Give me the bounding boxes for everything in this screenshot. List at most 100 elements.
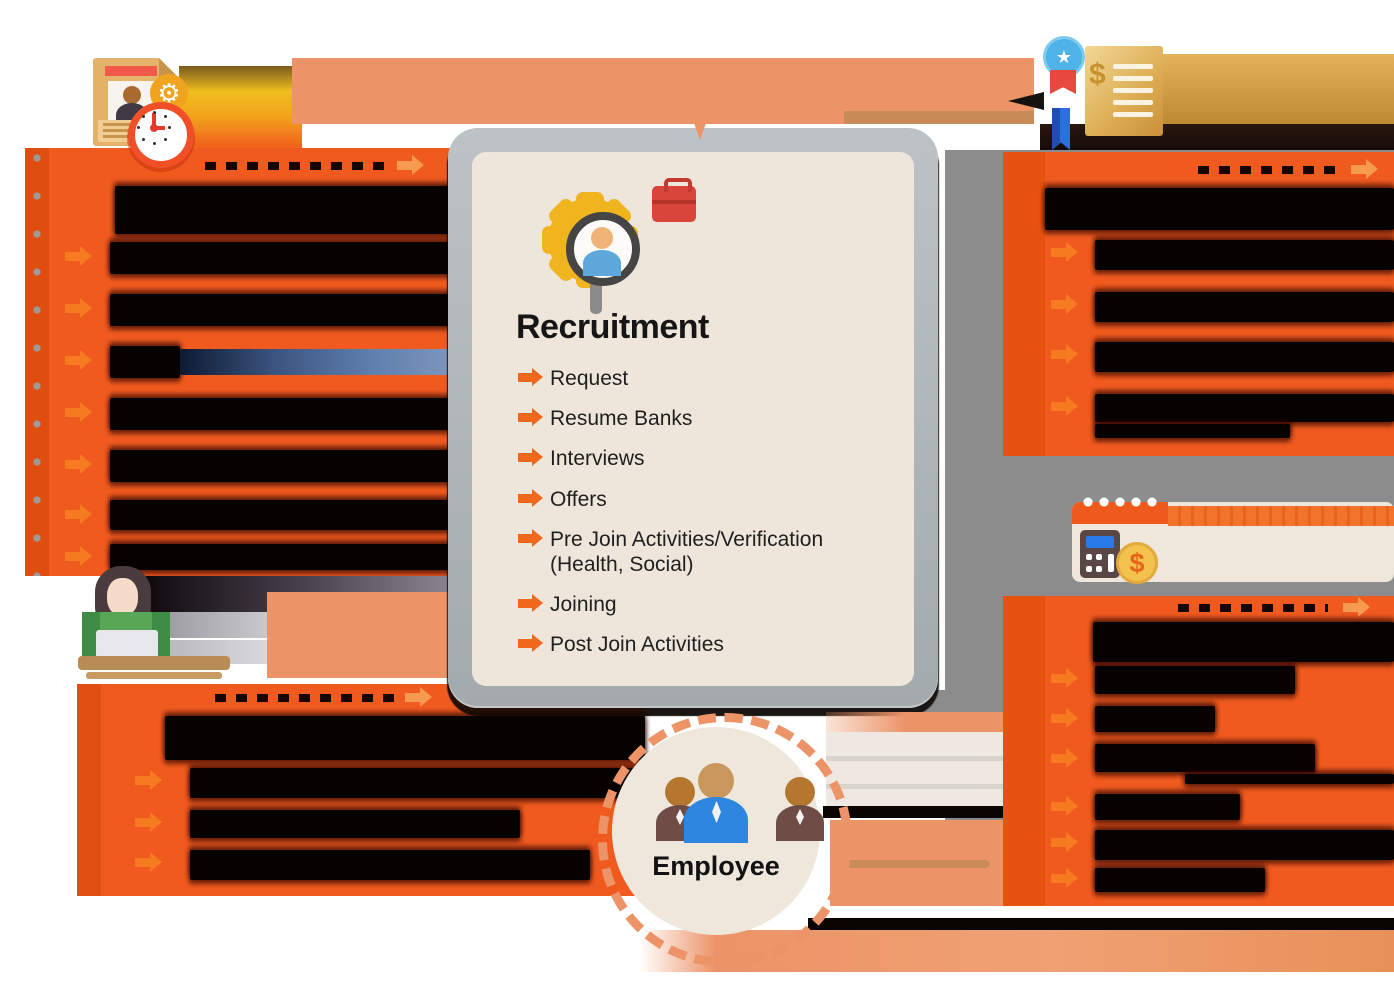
redacted-text-bar <box>165 716 645 760</box>
redacted-text-bar <box>1095 240 1394 270</box>
spiral-binding-icon <box>1082 494 1162 510</box>
arrow-right-icon <box>397 155 424 175</box>
redacted-text-bar <box>110 544 455 570</box>
list-item: Pre Join Activities/Verification (Health… <box>518 527 850 577</box>
right-top-redacted-panel <box>1003 152 1394 456</box>
arrow-bullet-icon <box>135 770 162 790</box>
bottom-left-redacted-panel <box>77 684 645 896</box>
list-item: Post Join Activities <box>518 632 850 657</box>
redacted-text-bar <box>110 450 455 482</box>
arrow-bullet-icon <box>1051 344 1078 364</box>
left-top-redacted-panel <box>25 148 455 576</box>
redacted-text-bar <box>1095 868 1265 892</box>
redacted-text-bar <box>1095 424 1290 438</box>
arrow-bullet-icon <box>1051 396 1078 416</box>
arrow-bullet-icon <box>518 408 543 427</box>
arrow-bullet-icon <box>65 246 92 266</box>
arrow-bullet-icon <box>518 448 543 467</box>
blue-highlight-bar <box>180 349 455 375</box>
arrow-bullet-icon <box>65 402 92 422</box>
payroll-calendar-card: $ <box>1072 494 1394 584</box>
arrow-bullet-icon <box>1051 796 1078 816</box>
laptop-icon <box>96 630 158 658</box>
connector-bolt-icon <box>688 106 712 140</box>
list-item: Joining <box>518 592 850 617</box>
arrow-bullet-icon <box>1051 294 1078 314</box>
redacted-text-bar <box>1095 706 1215 732</box>
arrow-bullet-icon <box>135 812 162 832</box>
briefcase-icon <box>652 178 696 222</box>
arrow-bullet-icon <box>1051 242 1078 262</box>
redacted-text-bar <box>110 346 180 378</box>
redacted-text-bar <box>190 850 590 880</box>
recruitment-gear-search-icon <box>524 176 696 326</box>
arrow-bullet-icon <box>65 546 92 566</box>
list-item: Offers <box>518 487 850 512</box>
redacted-title-bar <box>215 694 395 702</box>
redacted-text-bar <box>190 810 520 838</box>
list-item: Interviews <box>518 446 850 471</box>
employee-label: Employee <box>652 851 780 881</box>
redacted-title-bar <box>1198 166 1343 174</box>
arrow-bullet-icon <box>1051 868 1078 888</box>
left-dart-icon <box>1008 92 1044 110</box>
redacted-text-bar <box>115 186 455 234</box>
dollar-coin-icon: $ <box>1116 542 1158 584</box>
redacted-text-bar <box>1093 622 1394 662</box>
ribbon-icon <box>1050 70 1076 94</box>
arrow-bullet-icon <box>1051 832 1078 852</box>
arrow-bullet-icon <box>1051 668 1078 688</box>
arrow-bullet-icon <box>65 350 92 370</box>
recruitment-item-list: Request Resume Banks Interviews Offers P… <box>518 366 850 658</box>
arrow-bullet-icon <box>518 488 543 507</box>
arrow-bullet-icon <box>1051 748 1078 768</box>
arrow-bullet-icon <box>518 634 543 653</box>
list-item: Resume Banks <box>518 406 850 431</box>
redacted-text-bar <box>110 294 455 326</box>
redacted-text-bar <box>1095 794 1240 820</box>
magnifier-candidate-icon <box>566 212 640 286</box>
desk-icon <box>78 656 230 670</box>
arrow-bullet-icon <box>65 298 92 318</box>
cream-band <box>826 732 1003 806</box>
redacted-title-bar <box>205 162 390 170</box>
arrow-right-icon <box>1343 597 1370 617</box>
redacted-text-bar <box>1095 830 1394 860</box>
stopwatch-icon <box>128 102 194 168</box>
employee-node: Employee <box>612 727 824 935</box>
arrow-bullet-icon <box>65 454 92 474</box>
redacted-text-bar <box>1095 666 1295 694</box>
employee-group-icon <box>656 763 824 855</box>
bookmark-icon <box>1052 108 1070 150</box>
arrow-right-icon <box>1351 159 1378 179</box>
arrow-bullet-icon <box>518 368 543 386</box>
top-salmon-banner <box>292 58 1034 124</box>
list-item: Request <box>518 366 850 391</box>
calculator-icon <box>1080 530 1120 578</box>
redacted-text-bar <box>1185 774 1394 784</box>
redacted-title-bar <box>1178 604 1328 612</box>
salmon-connector-block <box>267 592 450 678</box>
recruitment-tablet: Recruitment Request Resume Banks Intervi… <box>448 128 938 708</box>
redacted-text-bar <box>110 500 455 530</box>
tablet-screen: Recruitment Request Resume Banks Intervi… <box>472 152 914 686</box>
arrow-bullet-icon <box>518 528 543 547</box>
redacted-text-bar <box>823 806 1003 818</box>
spiral-binding-icon <box>25 148 49 576</box>
redacted-text-bar <box>1095 342 1394 372</box>
arrow-bullet-icon <box>518 594 543 613</box>
salary-certificate-icon: $ <box>1085 46 1163 136</box>
salmon-band <box>830 820 1003 906</box>
redacted-text-bar <box>1095 744 1315 772</box>
redacted-text-bar <box>190 768 645 798</box>
arrow-bullet-icon <box>135 852 162 872</box>
redacted-text-bar <box>110 242 455 274</box>
redacted-text-bar <box>1095 394 1394 422</box>
arrow-bullet-icon <box>1051 708 1078 728</box>
card-title: Recruitment <box>516 308 709 346</box>
arrow-bullet-icon <box>65 504 92 524</box>
redacted-text-bar <box>1045 188 1394 230</box>
arrow-right-icon <box>405 687 432 707</box>
redacted-text-bar <box>1095 292 1394 322</box>
